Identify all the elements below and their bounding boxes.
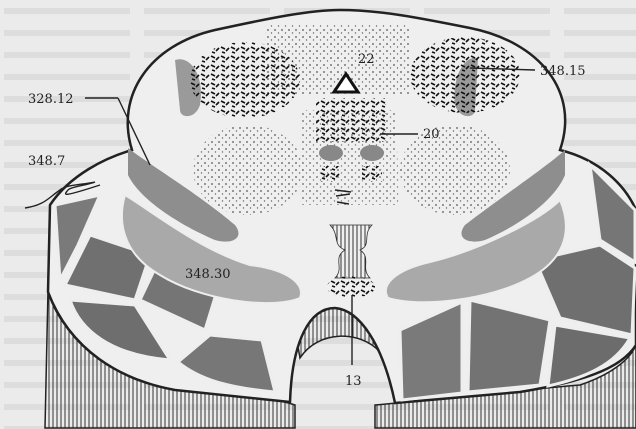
label-328-12: 328.12 <box>28 92 74 107</box>
label-348-15: 348.15 <box>540 64 586 79</box>
label-13: 13 <box>345 374 362 389</box>
label-348-30: 348.30 <box>185 267 231 282</box>
label-20: 20 <box>423 127 440 142</box>
left-dense-nucleus <box>190 42 300 118</box>
right-dense-nucleus <box>410 37 520 113</box>
label-22: 22 <box>358 52 375 67</box>
label-348-7: 348.7 <box>28 154 65 169</box>
